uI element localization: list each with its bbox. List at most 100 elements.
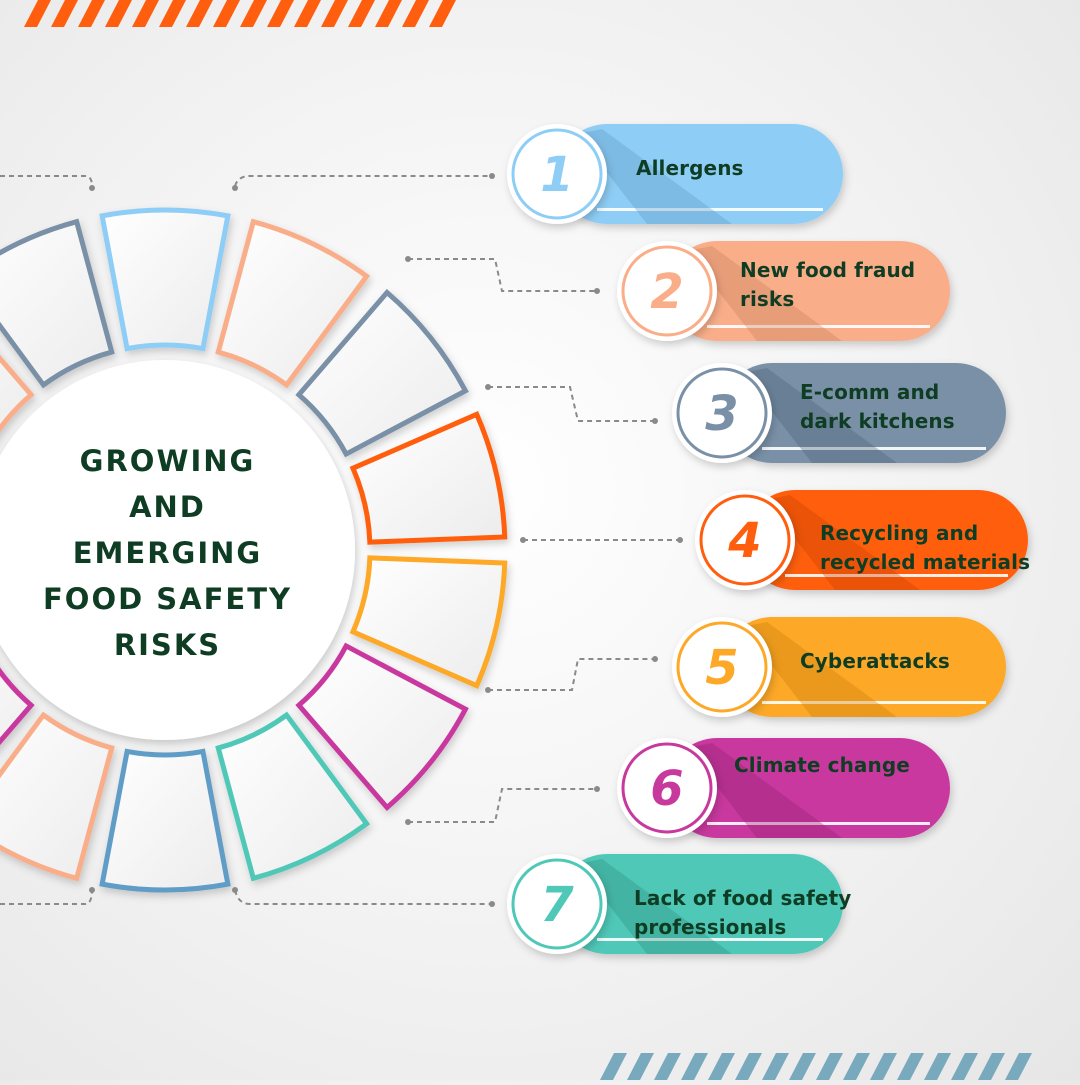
stripe: [843, 1053, 870, 1080]
connector-line: [488, 386, 655, 422]
ring-segment: [99, 207, 231, 352]
risk-item-6: 6: [617, 738, 950, 838]
connector-line: [408, 788, 597, 823]
risk-label-7: Lack of food safety professionals: [634, 884, 851, 942]
risk-label-6: Climate change: [734, 751, 910, 780]
ring-segment: [215, 711, 371, 882]
risk-pill: [557, 124, 843, 224]
number-badge-label: 6: [650, 761, 683, 817]
title-line-3: EMERGING: [72, 536, 263, 570]
risk-label-6-line-1: Climate change: [734, 753, 910, 777]
center-circle: [0, 360, 355, 740]
risk-label-2: New food fraud risks: [740, 256, 915, 314]
connector-dot: [485, 384, 491, 390]
title-line-2: AND: [129, 490, 206, 524]
connector-dot: [405, 256, 411, 262]
risk-label-4-line-2: recycled materials: [820, 550, 1031, 574]
connector-dot: [489, 901, 495, 907]
ring-segment: [99, 748, 231, 893]
connector-dot: [405, 819, 411, 825]
number-badge-ring: [699, 494, 791, 586]
number-badge-label: 5: [705, 640, 738, 696]
pill-stripe: [707, 325, 930, 328]
stripe: [951, 1053, 978, 1080]
badge-shadow: [577, 129, 732, 224]
stripe: [375, 0, 402, 27]
connector-line: [488, 658, 655, 691]
connector-dot: [89, 185, 95, 191]
stripe: [978, 1053, 1005, 1080]
risk-label-1-line-1: Allergens: [636, 156, 744, 180]
connector-dot: [594, 786, 600, 792]
pill-stripe: [707, 822, 930, 825]
connector-line: [408, 258, 597, 292]
stripe: [735, 1053, 762, 1080]
stripe: [294, 0, 321, 27]
stripe: [816, 1053, 843, 1080]
ring-segment: [295, 288, 469, 458]
stripe: [870, 1053, 897, 1080]
badge-shadow: [687, 246, 842, 341]
center-title: GROWING AND EMERGING FOOD SAFETY RISKS: [40, 438, 295, 668]
ring-segment: [0, 667, 35, 746]
risk-label-2-line-1: New food fraud: [740, 258, 916, 282]
stripe: [654, 1053, 681, 1080]
stripe: [186, 0, 213, 27]
pill-stripe: [597, 208, 823, 211]
stripe: [240, 0, 267, 27]
ring-segment: [349, 411, 508, 545]
stripe: [267, 0, 294, 27]
stripe: [159, 0, 186, 27]
number-badge-ring: [511, 858, 603, 950]
connector-line: [0, 889, 93, 905]
stripe-pattern-top: [24, 0, 456, 27]
risk-label-3: E-comm and dark kitchens: [800, 378, 955, 436]
connector-line: [234, 175, 492, 187]
risk-label-4: Recycling and recycled materials: [820, 519, 1030, 577]
risk-label-2-line-2: risks: [740, 287, 795, 311]
connector-dot: [652, 418, 658, 424]
stripe: [600, 1053, 627, 1080]
number-badge-ring: [621, 245, 713, 337]
ring-segment: [0, 218, 115, 389]
badge-shadow: [742, 622, 897, 717]
connector-dot: [89, 887, 95, 893]
risk-item-4: 4: [695, 490, 1028, 590]
stripe: [897, 1053, 924, 1080]
badge-shadow: [577, 859, 732, 954]
risk-label-3-line-2: dark kitchens: [800, 409, 955, 433]
risk-pill: [667, 738, 950, 838]
risk-item-3: 3: [672, 363, 1006, 463]
number-badge-label: 1: [540, 147, 573, 203]
number-badge-label: 7: [540, 877, 574, 933]
risk-pill: [722, 363, 1006, 463]
connector-lines: [0, 173, 683, 907]
stripe: [105, 0, 132, 27]
connector-dot: [489, 173, 495, 179]
pill-stripe: [762, 701, 986, 704]
stripe: [627, 1053, 654, 1080]
connector-dot: [232, 887, 238, 893]
risk-label-7-line-1: Lack of food safety: [634, 886, 852, 910]
number-badge-ring: [621, 742, 713, 834]
risk-label-5: Cyberattacks: [800, 647, 950, 676]
risk-label-1: Allergens: [636, 154, 744, 183]
ring-segment: [295, 642, 469, 812]
stripe: [429, 0, 456, 27]
stripe: [789, 1053, 816, 1080]
risk-item-5: 5: [672, 617, 1006, 717]
connector-line: [234, 889, 492, 905]
risk-item-2: 2: [617, 241, 950, 341]
number-badge-ring: [676, 367, 768, 459]
connector-line: [0, 175, 93, 187]
risk-list: 12 3 4 5 6 7: [507, 124, 1028, 954]
risk-label-3-line-1: E-comm and: [800, 380, 940, 404]
stripe: [708, 1053, 735, 1080]
connector-dot: [594, 288, 600, 294]
number-badge-ring: [676, 621, 768, 713]
pill-stripe: [597, 938, 823, 941]
risk-label-7-line-2: professionals: [634, 915, 787, 939]
connector-dot: [232, 185, 238, 191]
badge-shadow: [765, 495, 920, 590]
